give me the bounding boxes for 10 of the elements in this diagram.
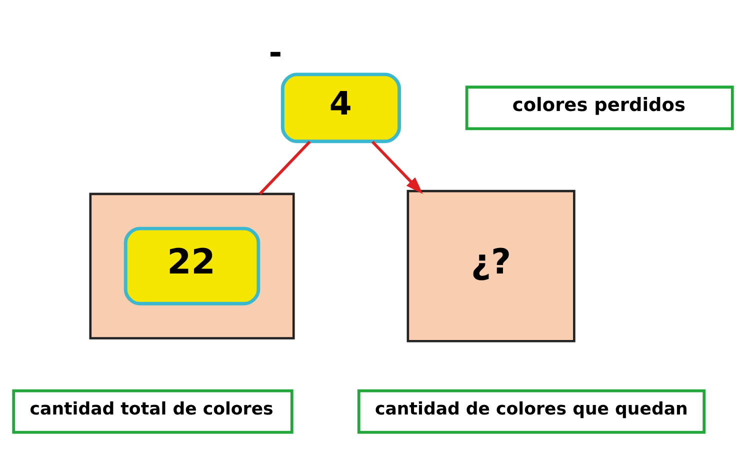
cluster — [88, 192, 294, 339]
node-box: cantidad de colores que quedan — [356, 388, 706, 434]
node-box: cantidad total de colores — [12, 388, 293, 434]
node-box: 4 — [280, 72, 400, 143]
connector — [258, 140, 310, 194]
node-box: ¿? — [406, 189, 575, 342]
node-label: - — [268, 32, 282, 71]
node-box: 22 — [123, 226, 260, 305]
node-box: colores perdidos — [464, 85, 734, 130]
arrow — [370, 140, 422, 194]
